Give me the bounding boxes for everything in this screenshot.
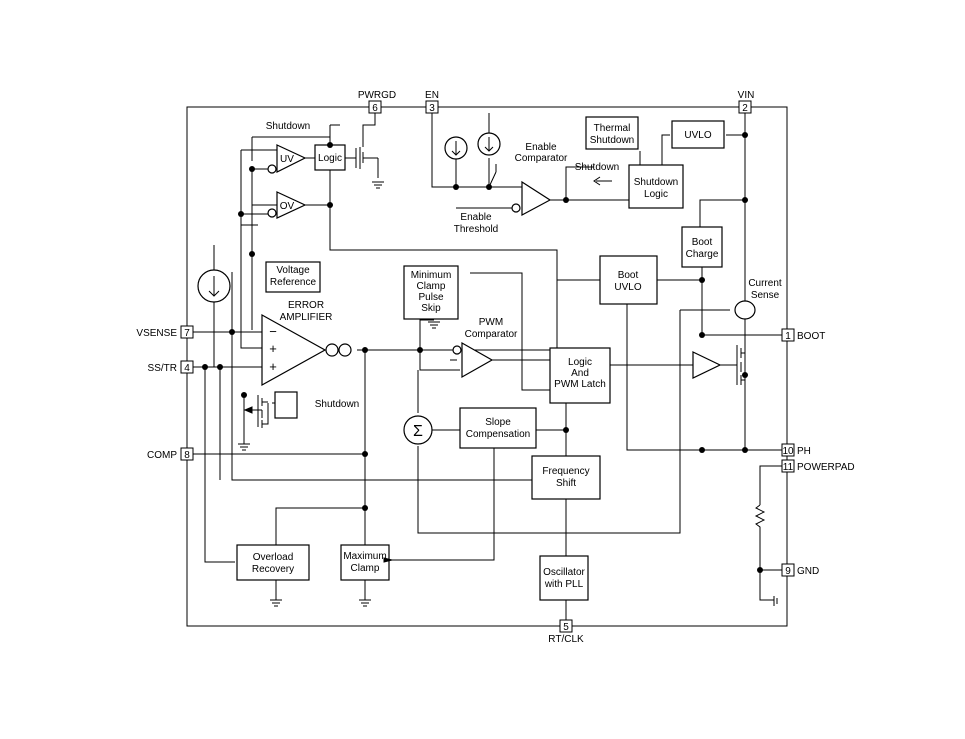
logic-block-label: Logic	[318, 153, 342, 164]
enable-comparator-label-1: Enable	[525, 142, 557, 153]
pin-vin: 2 VIN	[738, 90, 755, 114]
boot-charge-label-2: Charge	[686, 249, 719, 260]
pin-comp-num: 8	[184, 450, 190, 461]
pin-powerpad: 11 POWERPAD	[781, 459, 855, 473]
pin-pwrgd-num: 6	[372, 103, 378, 114]
boot-uvlo-label-2: UVLO	[614, 282, 641, 293]
frequency-shift-label-2: Shift	[556, 478, 576, 489]
pin-pwrgd: 6 PWRGD	[358, 90, 396, 114]
pin-en-name: EN	[425, 90, 439, 101]
pin-gnd-name: GND	[797, 566, 819, 577]
pin-boot-name: BOOT	[797, 331, 825, 342]
pin-comp-name: COMP	[147, 450, 177, 461]
pin-vin-name: VIN	[738, 90, 755, 101]
boot-charge-label-1: Boot	[692, 237, 713, 248]
min-clamp-label-2: Clamp	[417, 281, 446, 292]
enable-comparator-label-2: Comparator	[515, 153, 568, 164]
error-amplifier-label-2: AMPLIFIER	[280, 312, 333, 323]
pins: 6 PWRGD 3 EN 2 VIN 7 VSENSE 4 SS/TR 8 CO…	[136, 90, 854, 645]
min-clamp-label-3: Pulse	[418, 292, 443, 303]
pin-ph: 10 PH	[781, 443, 811, 457]
overload-recovery-label-2: Recovery	[252, 564, 294, 575]
pin-en: 3 EN	[425, 90, 439, 114]
pin-rtclk-name: RT/CLK	[548, 634, 584, 645]
pin-powerpad-name: POWERPAD	[797, 462, 855, 473]
slope-compensation-label-1: Slope	[485, 417, 511, 428]
annotations: Shutdown Shutdown Shutdown Enable Compar…	[266, 121, 782, 440]
slope-compensation-label-2: Compensation	[466, 429, 530, 440]
logic-pwm-latch-label-2: And	[571, 368, 589, 379]
block-labels: Logic UV OV Thermal Shutdown UVLO Shutdo…	[252, 123, 719, 590]
pin-boot: 1 BOOT	[781, 328, 825, 342]
mosfets	[243, 345, 746, 428]
current-sense-label-1: Current	[748, 278, 782, 289]
pin-boot-num: 1	[785, 331, 791, 342]
maximum-clamp-label-2: Clamp	[351, 563, 380, 574]
pin-vsense: 7 VSENSE	[136, 325, 194, 339]
shutdown-logic-label-2: Logic	[644, 189, 668, 200]
min-clamp-label-1: Minimum	[411, 270, 452, 281]
thermal-shutdown-label-1: Thermal	[594, 123, 631, 134]
boot-uvlo-label-1: Boot	[618, 270, 639, 281]
pin-sstr: 4 SS/TR	[148, 360, 194, 374]
boxes	[236, 116, 725, 601]
uv-comparator-label: UV	[280, 154, 294, 165]
maximum-clamp-label-1: Maximum	[343, 551, 386, 562]
thermal-shutdown-label-2: Shutdown	[590, 135, 634, 146]
pin-vin-num: 2	[742, 103, 748, 114]
amp-plus-sign-2: +	[269, 359, 277, 374]
pin-vsense-num: 7	[184, 328, 190, 339]
enable-threshold-label-2: Threshold	[454, 224, 498, 235]
amp-minus-sign: −	[269, 324, 277, 339]
ov-comparator-label: OV	[280, 201, 295, 212]
pin-en-num: 3	[429, 103, 435, 114]
pin-ph-name: PH	[797, 446, 811, 457]
logic-pwm-latch-label-3: PWM Latch	[554, 379, 606, 390]
oscillator-label-1: Oscillator	[543, 567, 585, 578]
pin-rtclk: 5 RT/CLK	[548, 619, 584, 645]
pin-pwrgd-name: PWRGD	[358, 90, 396, 101]
pin-comp: 8 COMP	[147, 447, 194, 461]
voltage-reference-label-1: Voltage	[276, 265, 310, 276]
oscillator-label-2: with PLL	[544, 579, 584, 590]
pin-gnd: 9 GND	[781, 563, 819, 577]
amp-plus-sign-1: +	[269, 341, 277, 356]
error-amplifier-label-1: ERROR	[288, 300, 324, 311]
current-sense-label-2: Sense	[751, 290, 780, 301]
enable-threshold-label-1: Enable	[460, 212, 492, 223]
summing-junction-sigma: Σ	[413, 423, 423, 440]
pin-ph-num: 10	[782, 446, 794, 457]
amplifiers	[261, 144, 722, 563]
pin-vsense-name: VSENSE	[136, 328, 177, 339]
pwm-comparator-label-1: PWM	[479, 317, 503, 328]
pin-rtclk-num: 5	[563, 622, 569, 633]
shutdown-label-top: Shutdown	[266, 121, 310, 132]
shutdown-label-mid: Shutdown	[575, 162, 619, 173]
pin-powerpad-num: 11	[783, 462, 794, 473]
shutdown-label-low: Shutdown	[315, 399, 359, 410]
uvlo-label: UVLO	[684, 130, 711, 141]
overload-recovery-label-1: Overload	[253, 552, 294, 563]
pin-sstr-name: SS/TR	[148, 363, 177, 374]
pwm-comparator-label-2: Comparator	[465, 329, 518, 340]
min-clamp-label-4: Skip	[421, 303, 441, 314]
pin-gnd-num: 9	[785, 566, 791, 577]
pin-sstr-num: 4	[184, 363, 190, 374]
voltage-reference-label-2: Reference	[270, 277, 317, 288]
current-sources	[197, 113, 756, 445]
frequency-shift-label-1: Frequency	[542, 466, 589, 477]
shutdown-logic-label-1: Shutdown	[634, 177, 678, 188]
logic-pwm-latch-label-1: Logic	[568, 357, 592, 368]
junction-dots	[202, 132, 763, 573]
